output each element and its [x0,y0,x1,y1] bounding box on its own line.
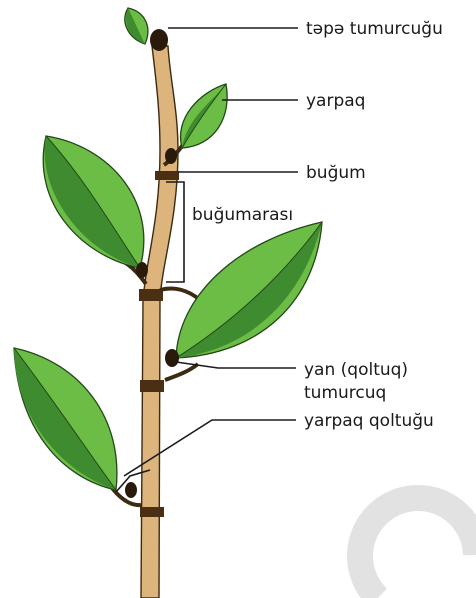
label-lateral-bud-line2: tumurcuq [304,383,386,403]
label-node: buğum [306,163,366,183]
node-band [139,289,163,301]
node-band [140,507,164,517]
terminal-bud [150,29,168,51]
label-internode: buğumarası [192,205,293,225]
leaf-middle-right [176,222,322,358]
leaf-apical [125,8,148,44]
leaf-lower-left [14,348,117,490]
axillary-bud [165,349,179,367]
leaf-upper-right [181,84,228,148]
label-terminal-bud: təpə tumurcuğu [306,19,443,39]
petiole [160,288,200,300]
label-leaf-axil: yarpaq qoltuğu [304,411,434,431]
axillary-bud [165,148,177,164]
leaf-upper-left [43,136,144,268]
axillary-bud [136,262,148,278]
axillary-bud [125,482,137,498]
label-lateral-bud-line1: yan (qoltuq) [304,360,408,380]
watermark-logo [360,498,476,598]
node-band [140,380,164,392]
label-leaf: yarpaq [306,91,365,111]
node-band [155,171,179,180]
